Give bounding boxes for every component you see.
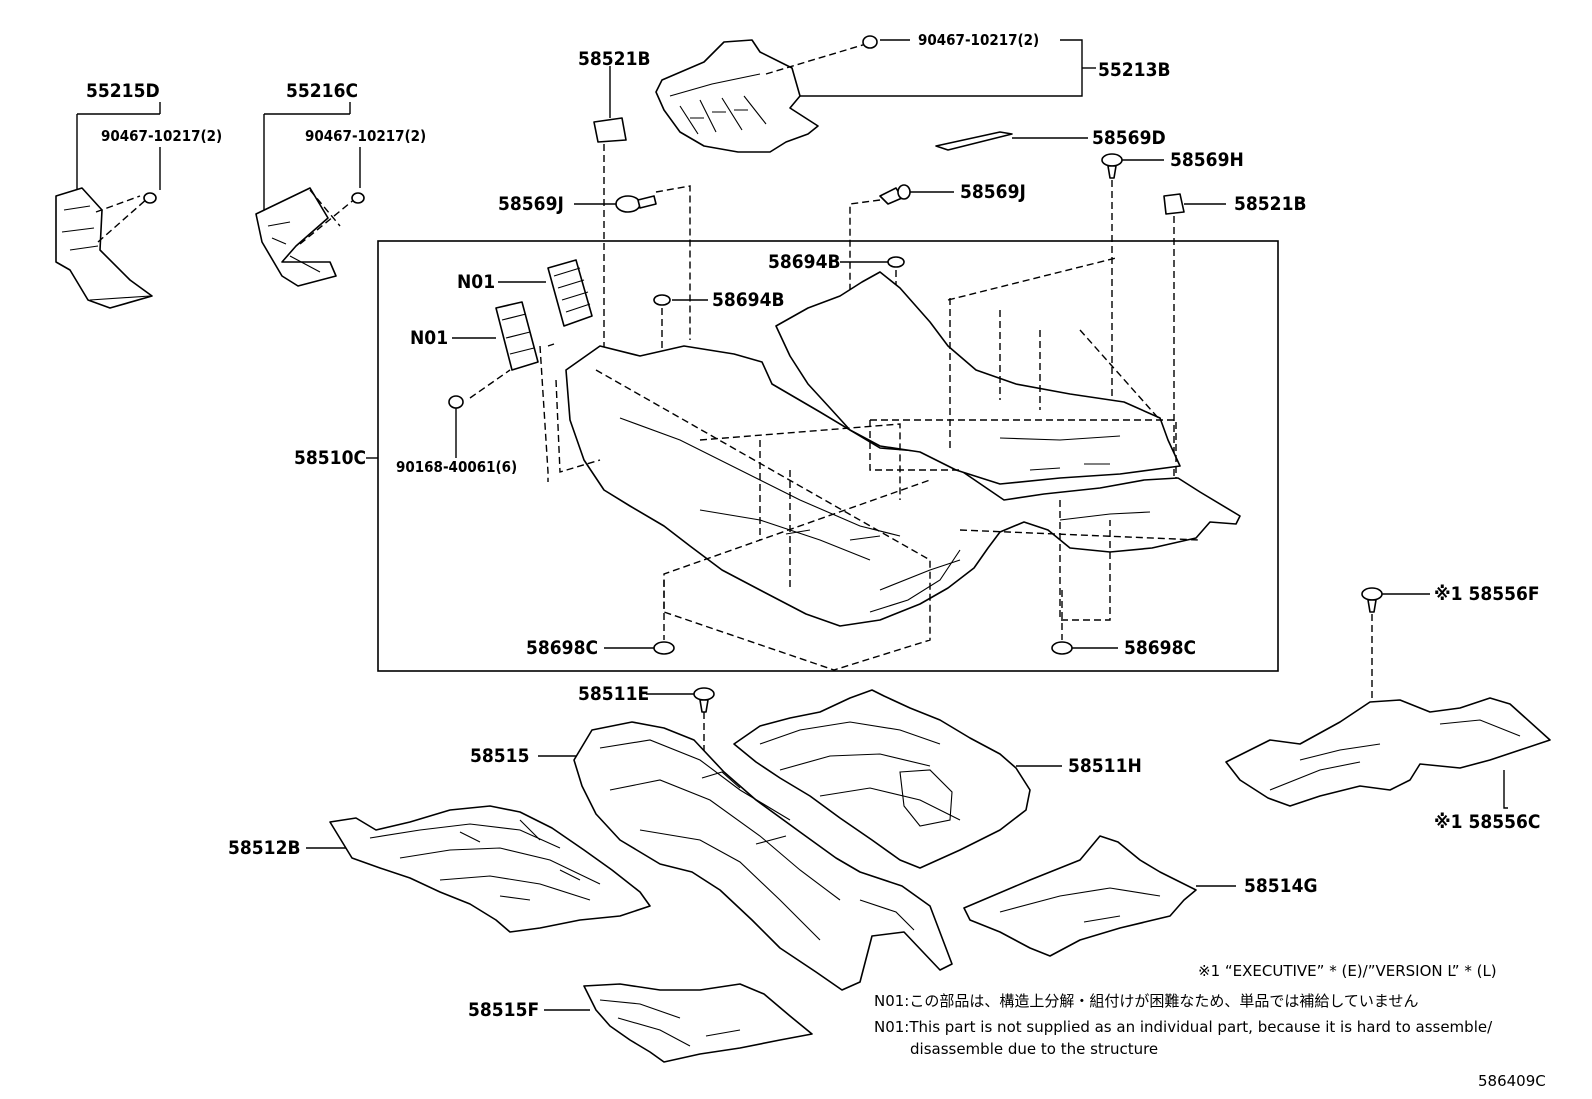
label-58556C: ※1 58556C <box>1434 811 1540 833</box>
label-90467-b: 90467-10217(2) <box>305 127 426 145</box>
part-58569J-right <box>849 184 954 310</box>
part-58569J-left <box>574 185 691 340</box>
label-58515F: 58515F <box>468 999 539 1021</box>
part-55213B <box>655 35 1096 153</box>
part-58521B-right <box>1163 193 1226 480</box>
note-n01-english-line2: disassemble due to the structure <box>910 1040 1158 1058</box>
label-58569D: 58569D <box>1092 127 1166 149</box>
part-58515F <box>544 983 813 1063</box>
part-58521B-top <box>593 66 627 460</box>
label-N01-a: N01 <box>457 271 495 293</box>
footnote-1: ※1 “EXECUTIVE” * (E)/”VERSION L” * (L) <box>1198 962 1497 980</box>
label-58569J-right: 58569J <box>960 181 1026 203</box>
part-58515 <box>538 721 953 991</box>
label-N01-b: N01 <box>410 327 448 349</box>
label-58556F: ※1 58556F <box>1434 583 1540 605</box>
label-58515: 58515 <box>470 745 529 767</box>
part-55215D <box>55 102 161 309</box>
label-58569J-left: 58569J <box>498 193 564 215</box>
note-n01-english-line1: N01:This part is not supplied as an indi… <box>874 1018 1493 1036</box>
label-58698C-left: 58698C <box>526 637 598 659</box>
part-58510C-carpet <box>366 257 1241 671</box>
part-58511E <box>646 687 715 780</box>
label-58511E: 58511E <box>578 683 649 705</box>
note-n01-japanese: N01:この部品は、構造上分解・組付けが困難なため、単品では補給していません <box>874 992 1418 1010</box>
label-58521B-right: 58521B <box>1234 193 1307 215</box>
part-58556 <box>1225 587 1551 809</box>
label-58698C-right: 58698C <box>1124 637 1196 659</box>
part-55216C <box>255 102 365 287</box>
label-90168: 90168-40061(6) <box>396 458 517 476</box>
label-58511H: 58511H <box>1068 755 1142 777</box>
part-58514G <box>963 835 1236 957</box>
label-58510C: 58510C <box>294 447 366 469</box>
label-90467-a: 90467-10217(2) <box>101 127 222 145</box>
assembly-frame-58510C <box>377 240 1279 672</box>
label-58512B: 58512B <box>228 837 301 859</box>
label-58694B-b: 58694B <box>712 289 785 311</box>
label-55213B: 55213B <box>1098 59 1171 81</box>
label-55216C: 55216C <box>286 80 358 102</box>
part-58569H <box>1101 153 1164 420</box>
part-58569D <box>935 131 1088 151</box>
part-N01-pads <box>448 259 593 482</box>
label-90467-c: 90467-10217(2) <box>918 31 1039 49</box>
label-58694B-a: 58694B <box>768 251 841 273</box>
part-58512B <box>306 805 651 933</box>
diagram-id: 586409C <box>1478 1072 1546 1090</box>
label-58514G: 58514G <box>1244 875 1318 897</box>
part-58511H <box>733 689 1062 869</box>
label-55215D: 55215D <box>86 80 160 102</box>
label-58521B-top: 58521B <box>578 48 651 70</box>
label-58569H: 58569H <box>1170 149 1244 171</box>
part-58698C-clips <box>604 580 1118 655</box>
